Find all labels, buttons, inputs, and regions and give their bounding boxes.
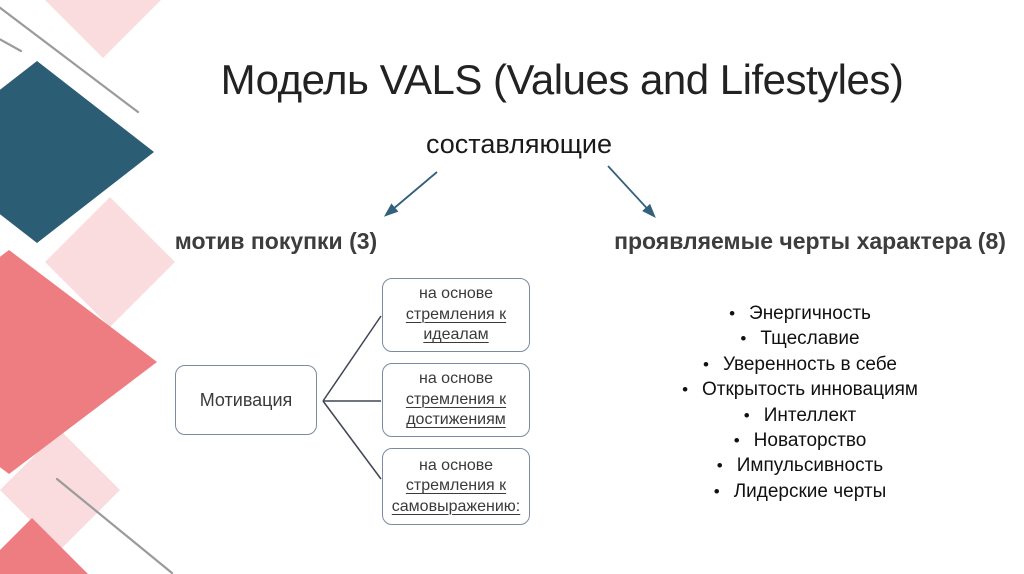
bullet-icon: • — [716, 456, 723, 476]
traits-list: • Энергичность • Тщеславие • Уверенность… — [600, 303, 1000, 506]
bullet-icon: • — [740, 329, 747, 349]
trait-item: • Новаторство — [600, 430, 1000, 455]
trait-label: Импульсивность — [736, 455, 884, 477]
bullet-icon: • — [733, 430, 740, 450]
bullet-icon: • — [703, 354, 709, 374]
bullet-icon: • — [743, 405, 750, 425]
branch-line-prefix: на основе — [418, 456, 494, 474]
trait-item: • Тщеславие — [600, 328, 1000, 353]
branch-box-self-expression: на основе стремления к самовыражению: — [382, 448, 530, 525]
trait-item: • Лидерские черты — [600, 481, 1000, 506]
branch-line-underlined: стремления к — [405, 390, 507, 408]
bullet-icon: • — [682, 380, 689, 400]
branch-box-ideals: на основе стремления к идеалам — [382, 278, 530, 352]
trait-label: Лидерские черты — [733, 480, 887, 502]
trait-item: • Импульсивность — [600, 455, 1000, 480]
bullet-icon: • — [729, 304, 736, 323]
branch-line-prefix: на основе — [418, 285, 494, 303]
branch-line-underlined: самовыражению: — [391, 497, 521, 515]
branch-line-prefix: на основе — [418, 370, 494, 388]
branch-line-underlined: стремления к — [405, 305, 507, 323]
decor-teal-diamond — [0, 61, 154, 243]
branch-line-underlined: стремления к — [405, 477, 507, 495]
trait-item: • Уверенность в себе — [600, 354, 1000, 379]
trait-label: Открытость инновациям — [702, 379, 918, 401]
trait-item: • Интеллект — [600, 405, 1000, 430]
trait-label: Новаторство — [753, 429, 867, 451]
subtitle-components: составляющие — [425, 129, 613, 159]
trait-label: Уверенность в себе — [722, 353, 897, 375]
branch-box-achievements: на основе стремления к достижениям — [382, 363, 530, 437]
trait-label: Энергичность — [749, 303, 871, 324]
bullet-icon: • — [713, 481, 720, 501]
branch-line-underlined: достижениям — [406, 411, 506, 429]
arrow-to-left-column — [383, 171, 438, 217]
decor-pink-diamond-top — [25, 0, 181, 58]
trait-label: Тщеславие — [760, 328, 860, 350]
tree-connectors — [322, 315, 382, 480]
arrow-to-right-column — [607, 165, 656, 218]
trait-item: • Энергичность — [600, 303, 1000, 328]
heading-purchase-motive: мотив покупки (3) — [174, 228, 378, 254]
slide-title: Модель VALS (Values and Lifestyles) — [220, 56, 904, 103]
heading-character-traits: проявляемые черты характера (8) — [614, 228, 1006, 254]
trait-label: Интеллект — [763, 404, 857, 426]
branch-line-underlined: идеалам — [423, 326, 489, 344]
trait-item: • Открытость инновациям — [600, 379, 1000, 404]
motivation-label: Мотивация — [199, 389, 293, 410]
motivation-box: Мотивация — [175, 365, 317, 435]
